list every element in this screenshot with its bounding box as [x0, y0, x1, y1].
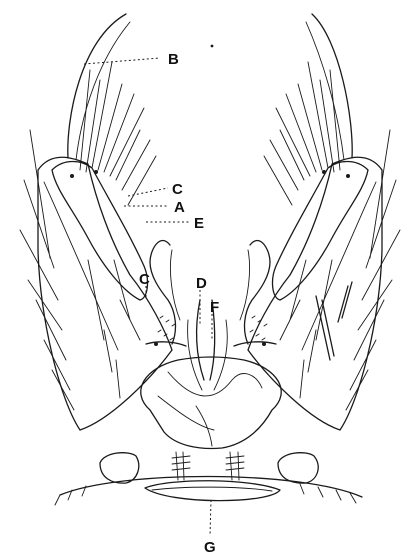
leader-g [210, 500, 211, 536]
label-g: G [204, 539, 216, 556]
label-f: F [210, 299, 219, 316]
label-b: B [168, 51, 179, 68]
label-c-lower: C [139, 271, 150, 288]
basal-segment [55, 452, 362, 505]
label-a: A [174, 199, 185, 216]
leader-lines [84, 58, 212, 536]
right-bristles [264, 62, 400, 410]
left-bristles [20, 62, 156, 410]
label-c-upper: C [172, 181, 183, 198]
label-d: D [196, 275, 207, 292]
plate-g [145, 481, 280, 501]
leader-c1 [128, 188, 168, 196]
leader-b [84, 58, 160, 64]
label-e: E [194, 215, 204, 232]
